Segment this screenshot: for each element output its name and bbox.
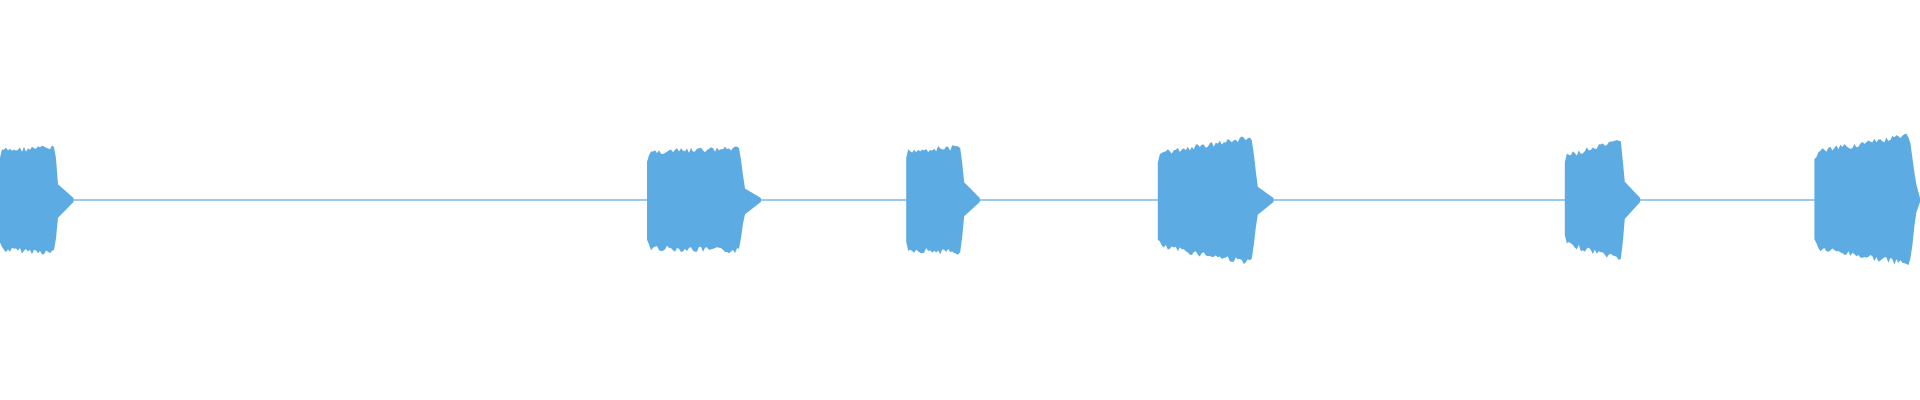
waveform-burst-6	[1814, 133, 1920, 266]
waveform-burst-2	[647, 146, 761, 254]
waveform-bursts	[0, 133, 1920, 266]
waveform-burst-1	[0, 145, 74, 255]
waveform-burst-4	[1157, 136, 1274, 265]
waveform-burst-3	[906, 145, 980, 255]
waveform-burst-5	[1564, 140, 1641, 260]
